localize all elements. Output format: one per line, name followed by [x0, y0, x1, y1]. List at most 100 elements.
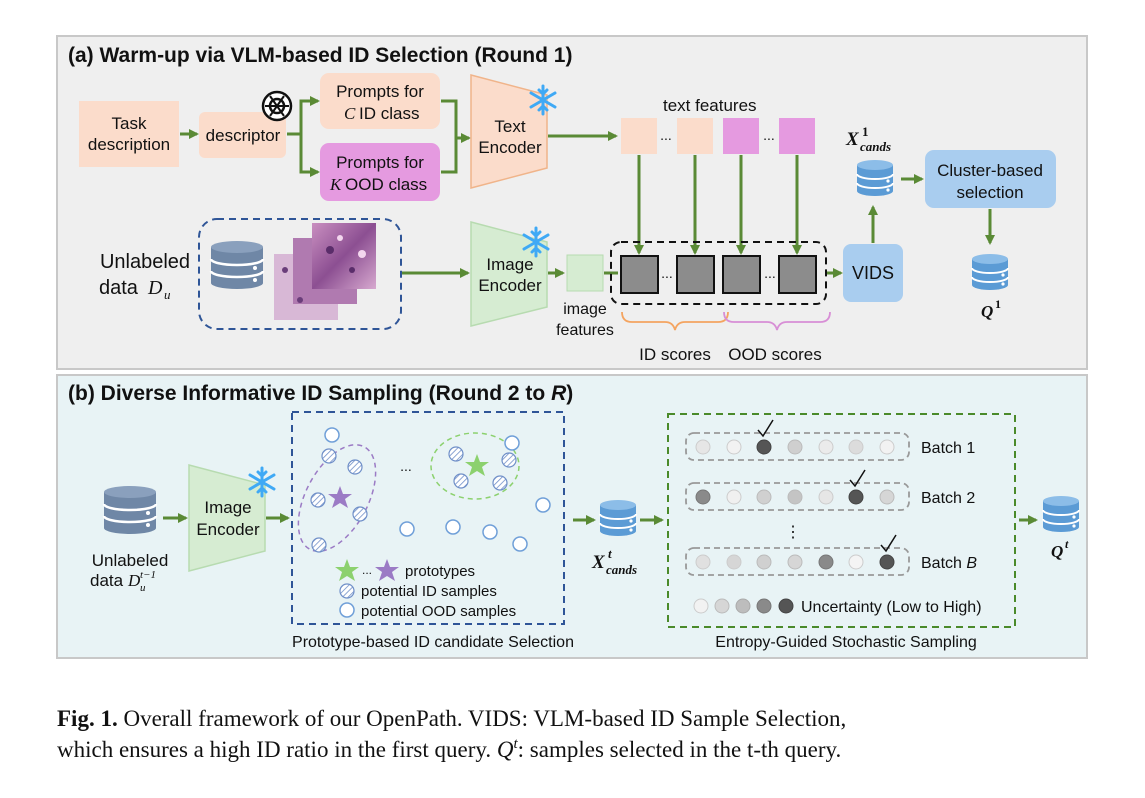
prototype-star-green	[465, 454, 489, 476]
vids-box	[843, 244, 903, 302]
image-feature	[566, 254, 604, 292]
text-features-label: text features	[663, 96, 757, 115]
ood-prompts-line1: Prompts for	[336, 153, 424, 172]
task-label-line1: Task	[112, 114, 147, 133]
query-database-icon	[971, 253, 1009, 291]
batch-1-row	[685, 432, 910, 461]
score-id-c	[676, 255, 715, 294]
x-cands-a-sup: 1	[862, 124, 869, 139]
text-encoder-line2: Encoder	[478, 138, 542, 157]
ood-prompts-box	[320, 143, 440, 201]
scores-ood-ellipsis: ...	[764, 265, 776, 281]
legend-id: potential ID samples	[361, 583, 497, 600]
id-cluster-ellipse-2	[430, 432, 520, 500]
score-id-1	[620, 255, 659, 294]
batch-2-row	[685, 482, 910, 511]
score-ood-k	[778, 255, 817, 294]
task-description-box	[79, 101, 179, 167]
legend-id-sample	[339, 583, 355, 599]
score-ood-1	[722, 255, 761, 294]
legend-prototypes: prototypes	[405, 563, 475, 580]
q-a-main: Q	[981, 302, 993, 321]
image-features-line2: features	[556, 322, 614, 339]
unlabeled-label-line1: Unlabeled	[100, 251, 190, 273]
batch-1-label: Batch 1	[921, 440, 975, 457]
uncertainty-scale	[693, 598, 794, 614]
arrow-to-ood-prompts	[299, 134, 320, 177]
potential-id-samples	[310, 446, 517, 553]
text-features-id-ellipsis: ...	[660, 127, 672, 143]
unlabeled-sub: u	[164, 287, 171, 302]
potential-ood-samples	[324, 427, 551, 552]
image-encoder-b-line2: Encoder	[196, 520, 260, 539]
arrow-ood-prompts-to-encoder	[441, 138, 458, 174]
id-scores-label: ID scores	[639, 345, 711, 364]
text-features-ood-ellipsis: ...	[763, 127, 775, 143]
prototype-selection-box	[291, 411, 565, 625]
batch-b-check-icon	[880, 534, 897, 553]
unlabeled-label-line2: data	[99, 277, 139, 299]
unlabeled-b-line1: Unlabeled	[92, 551, 169, 570]
prototype-star-purple	[328, 486, 352, 508]
legend-ellipsis: ...	[362, 563, 372, 577]
cluster-selection-box	[925, 150, 1056, 208]
batch-1-check-icon	[757, 419, 774, 438]
legend-ood-sample	[339, 602, 355, 618]
batch-b-samples	[695, 554, 895, 570]
x-cands-b-sub: cands	[606, 562, 637, 577]
ood-prompts-line2: OOD class	[345, 175, 427, 194]
legend-ood: potential OOD samples	[361, 603, 516, 620]
unlabeled-b-line2: data	[90, 571, 124, 590]
batch-2-label: Batch 2	[921, 490, 975, 507]
text-encoder-line1: Text	[494, 117, 525, 136]
scores-id-ellipsis: ...	[661, 265, 673, 281]
id-prompts-box	[320, 73, 440, 129]
task-label-line2: description	[88, 135, 170, 154]
llm-logo-icon	[261, 90, 293, 122]
id-prompts-line2: ID class	[359, 104, 419, 123]
batch-b-row	[685, 547, 910, 576]
q-a-sup: 1	[995, 297, 1001, 311]
text-encoder	[470, 74, 548, 189]
unlabeled-b-sup: t−1	[140, 569, 156, 581]
unlabeled-var: D	[147, 277, 163, 299]
panel-a-title: (a) Warm-up via VLM-based ID Selection (…	[68, 44, 572, 67]
pathology-images	[274, 223, 376, 320]
panel-a-background	[56, 35, 1088, 370]
batch-b-label: Batch B	[921, 555, 977, 572]
figure-caption-line1: Fig. 1. Overall framework of our OpenPat…	[57, 706, 846, 731]
figure-caption-line2: which ensures a high ID ratio in the fir…	[57, 736, 841, 762]
text-feature-ood-1	[723, 118, 759, 154]
database-icon	[209, 239, 265, 291]
unlabeled-b-sub: u	[140, 582, 146, 594]
descriptor-label: descriptor	[206, 126, 281, 145]
database-icon	[102, 484, 158, 536]
image-features-line1: image	[563, 301, 607, 318]
arrow-id-prompts-to-encoder	[441, 99, 471, 143]
entropy-sampling-box	[667, 413, 1016, 628]
arrow-to-id-prompts	[287, 96, 320, 136]
entropy-caption: Entropy-Guided Stochastic Sampling	[715, 634, 976, 651]
image-encoder-a-line2: Encoder	[478, 276, 542, 295]
text-feature-id-1	[621, 118, 657, 154]
uncertainty-label: Uncertainty (Low to High)	[801, 599, 982, 616]
ood-prompts-var: K	[329, 175, 343, 194]
x-cands-b-main: X	[591, 552, 606, 573]
text-feature-id-c	[677, 118, 713, 154]
panel-b-title: (b) Diverse Informative ID Sampling (Rou…	[68, 382, 573, 405]
legend-star-green	[335, 559, 359, 581]
legend-star-purple	[375, 559, 399, 581]
ood-scores-brace	[723, 311, 831, 331]
vids-label: VIDS	[852, 263, 894, 283]
cluster-line2: selection	[956, 183, 1023, 202]
x-cands-a-main: X	[845, 129, 860, 150]
x-cands-a-sub: cands	[860, 139, 891, 154]
scores-group	[610, 241, 827, 305]
prototype-caption: Prototype-based ID candidate Selection	[292, 634, 574, 651]
id-scores-brace	[621, 311, 729, 331]
batch-2-check-icon	[849, 469, 866, 488]
cluster-line1: Cluster-based	[937, 161, 1043, 180]
unlabeled-data-group	[198, 218, 402, 330]
q-b-main: Q	[1051, 542, 1063, 561]
